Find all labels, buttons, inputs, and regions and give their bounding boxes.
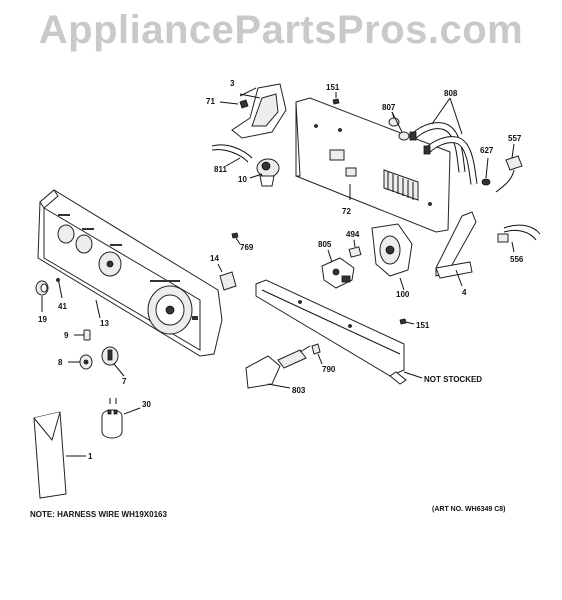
callout: 494: [346, 230, 360, 239]
callout: 151: [416, 321, 430, 330]
callout: 10: [238, 175, 247, 184]
callout: 100: [396, 290, 410, 299]
part-backsplash-72: [295, 97, 451, 233]
part-control-panel-13: [37, 189, 223, 357]
callout: 805: [318, 240, 332, 249]
part-lower-base: [255, 279, 423, 385]
callout: 627: [480, 146, 494, 155]
part-valve-803: [245, 345, 311, 389]
callout: 151: [326, 83, 340, 92]
callout: 19: [38, 315, 47, 324]
part-knob-8: [68, 354, 93, 370]
part-harness-811: [211, 144, 253, 167]
part-cord-557: [495, 143, 523, 193]
callout: 557: [508, 134, 522, 143]
watermark: AppliancePartsPros.com: [38, 8, 524, 52]
callout: 803: [292, 386, 306, 395]
callout: 769: [240, 243, 254, 252]
part-clip-790: [311, 343, 323, 365]
part-fittings-807: [388, 111, 410, 141]
callout: 790: [322, 365, 336, 374]
callout: 13: [100, 319, 109, 328]
part-screw-769: [231, 232, 241, 245]
part-bracket-3: [231, 83, 287, 139]
callout: 556: [510, 255, 524, 264]
part-knob-7: [101, 346, 125, 377]
callout: 807: [382, 103, 396, 112]
callout: 41: [58, 302, 67, 311]
part-switch-10: [249, 158, 280, 187]
callout: 72: [342, 207, 351, 216]
callout: 9: [64, 331, 69, 340]
art-number: (ART NO. WH6349 C8): [432, 506, 506, 513]
part-timer-100: [371, 223, 413, 291]
part-light-9: [74, 329, 91, 341]
part-switch-14: [217, 263, 237, 291]
callout-labels: 3 71 151 807 808 557 811 10 627 72 769 4…: [38, 79, 524, 461]
part-switch-805: [321, 249, 355, 289]
callout: 4: [462, 288, 467, 297]
callout: 1: [88, 452, 93, 461]
harness-note: NOTE: HARNESS WIRE WH19X0163: [30, 510, 167, 519]
part-capacitor-30: [101, 398, 141, 439]
part-screw-151-top: [332, 92, 340, 105]
part-screw-151-bottom: [399, 318, 415, 325]
callout: 30: [142, 400, 151, 409]
part-clip-41: [56, 277, 63, 299]
part-module-494: [348, 239, 362, 258]
part-hoses-808: [409, 97, 478, 185]
callout: 8: [58, 358, 63, 367]
callout: 3: [230, 79, 235, 88]
callout: 14: [210, 254, 219, 263]
part-wire-556: [497, 224, 541, 253]
not-stocked-label: NOT STOCKED: [424, 375, 482, 384]
callout: 7: [122, 377, 127, 386]
part-screw-71: [219, 99, 249, 109]
part-manual-1: [33, 411, 86, 499]
part-clip-627: [481, 157, 491, 186]
callout: 71: [206, 97, 215, 106]
part-knob-19: [35, 280, 49, 312]
callout: 808: [444, 89, 458, 98]
part-bracket-4: [435, 211, 477, 287]
callout: 811: [214, 165, 227, 174]
